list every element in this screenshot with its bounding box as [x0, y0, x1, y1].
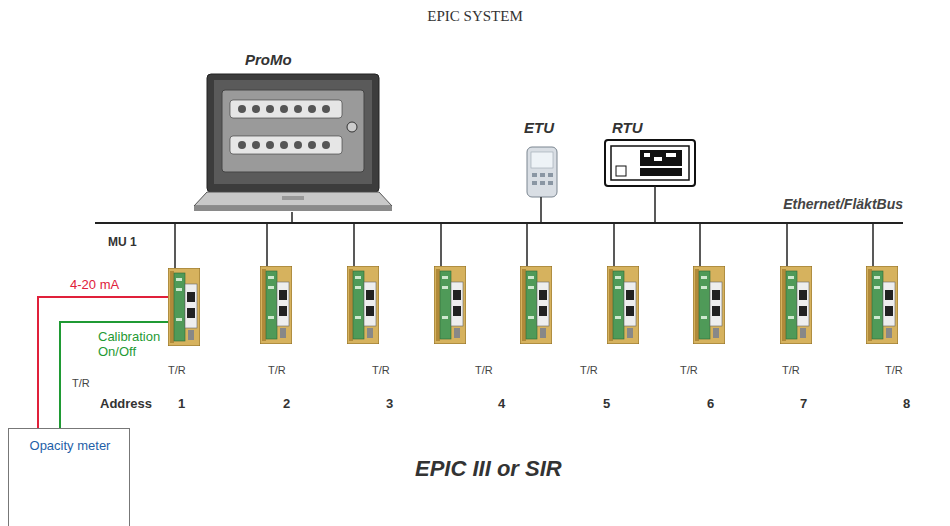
- address-label: Address: [100, 397, 152, 412]
- address-label: 5: [603, 397, 610, 412]
- connector: [38, 297, 168, 428]
- port-label: T/R: [475, 364, 493, 377]
- connector: [654, 186, 656, 223]
- port-label: T/R: [72, 377, 90, 390]
- connector: [174, 223, 176, 268]
- signal-label: Calibration On/Off: [98, 330, 168, 360]
- connector: [60, 322, 168, 428]
- node-label: MU 1: [108, 236, 137, 250]
- port-label: T/R: [782, 364, 800, 377]
- opacity-meter: Opacity meter: [8, 428, 130, 526]
- address-label: 6: [707, 397, 714, 412]
- connector: [291, 212, 293, 223]
- port-label: T/R: [580, 364, 598, 377]
- ethernet-bus: Ethernet/FläktBus: [95, 196, 903, 224]
- node-label: ETU: [524, 119, 554, 136]
- laptop-promo: ProMo: [195, 72, 393, 212]
- address-label: 1: [178, 397, 185, 412]
- port-label: T/R: [268, 364, 286, 377]
- measuring-unit: MU 1: [168, 268, 200, 346]
- address-label: 3: [386, 397, 393, 412]
- port-label: T/R: [680, 364, 698, 377]
- address-label: 2: [283, 397, 290, 412]
- connector: [540, 197, 542, 223]
- address-label: 7: [800, 397, 807, 412]
- node-label: ProMo: [245, 51, 292, 68]
- address-label: 8: [903, 397, 910, 412]
- rtu-device: RTU: [605, 140, 695, 186]
- etu-device: ETU: [527, 147, 557, 197]
- node-label: Ethernet/FläktBus: [783, 196, 903, 212]
- address-label: 4: [498, 397, 505, 412]
- diagram-title: EPIC SYSTEM: [0, 8, 950, 25]
- system-caption: EPIC III or SIR: [415, 456, 562, 481]
- port-label: T/R: [885, 364, 903, 377]
- port-label: T/R: [372, 364, 390, 377]
- node-label: RTU: [612, 119, 643, 136]
- signal-label: 4-20 mA: [70, 278, 119, 293]
- port-label: T/R: [168, 364, 186, 377]
- node-label: Opacity meter: [9, 439, 131, 454]
